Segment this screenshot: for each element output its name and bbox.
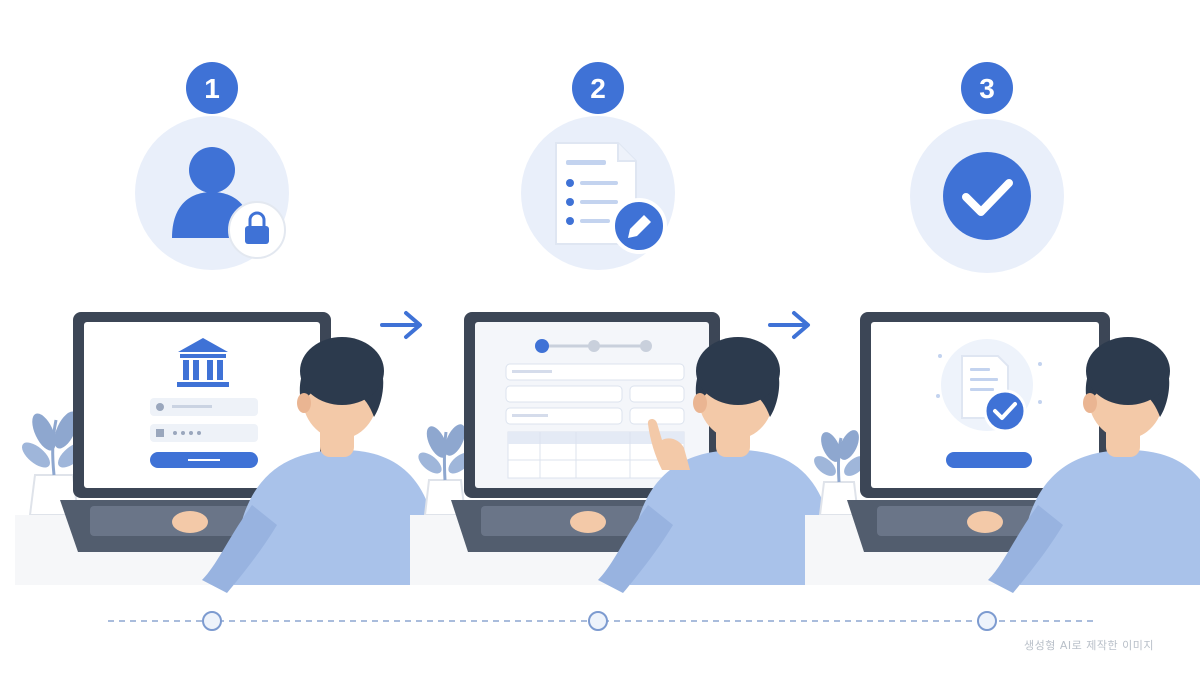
step-1-number: 1 (204, 73, 220, 104)
data-table (507, 431, 685, 479)
confirm-button[interactable] (946, 452, 1032, 468)
hand (967, 511, 1003, 533)
step-2-badge (572, 62, 624, 114)
bank-icon (177, 338, 229, 387)
document-check-icon (961, 355, 1027, 433)
form-field[interactable] (629, 407, 685, 425)
checkmark-icon (943, 152, 1031, 240)
arrow-right-icon (768, 311, 810, 339)
timeline-stop-1 (202, 611, 222, 631)
form-field[interactable] (505, 407, 623, 425)
form-field[interactable] (505, 363, 685, 381)
watermark-text: 생성형 AI로 제작한 이미지 (1024, 639, 1154, 652)
hand (570, 511, 606, 533)
hand (172, 511, 208, 533)
timeline-stop-3 (977, 611, 997, 631)
arrow-right-icon (380, 311, 422, 339)
step-3: 3 (805, 62, 1200, 593)
step-1-badge (186, 62, 238, 114)
user-lock-icon (172, 147, 286, 259)
timeline-stop-2 (588, 611, 608, 631)
step-2-number: 2 (590, 73, 606, 104)
form-field[interactable] (505, 385, 623, 403)
sparkle-icon (936, 354, 1042, 404)
timeline (108, 611, 1095, 631)
laptop (847, 312, 1124, 552)
form-field[interactable] (629, 385, 685, 403)
step-1: 1 (15, 62, 440, 593)
progress-stepper (535, 339, 652, 353)
step-2: 2 (410, 62, 836, 593)
password-field[interactable] (150, 424, 258, 442)
document-edit-icon (555, 142, 667, 254)
step-3-number: 3 (979, 73, 995, 104)
step-3-badge (961, 62, 1013, 114)
pointing-hand (647, 418, 700, 500)
